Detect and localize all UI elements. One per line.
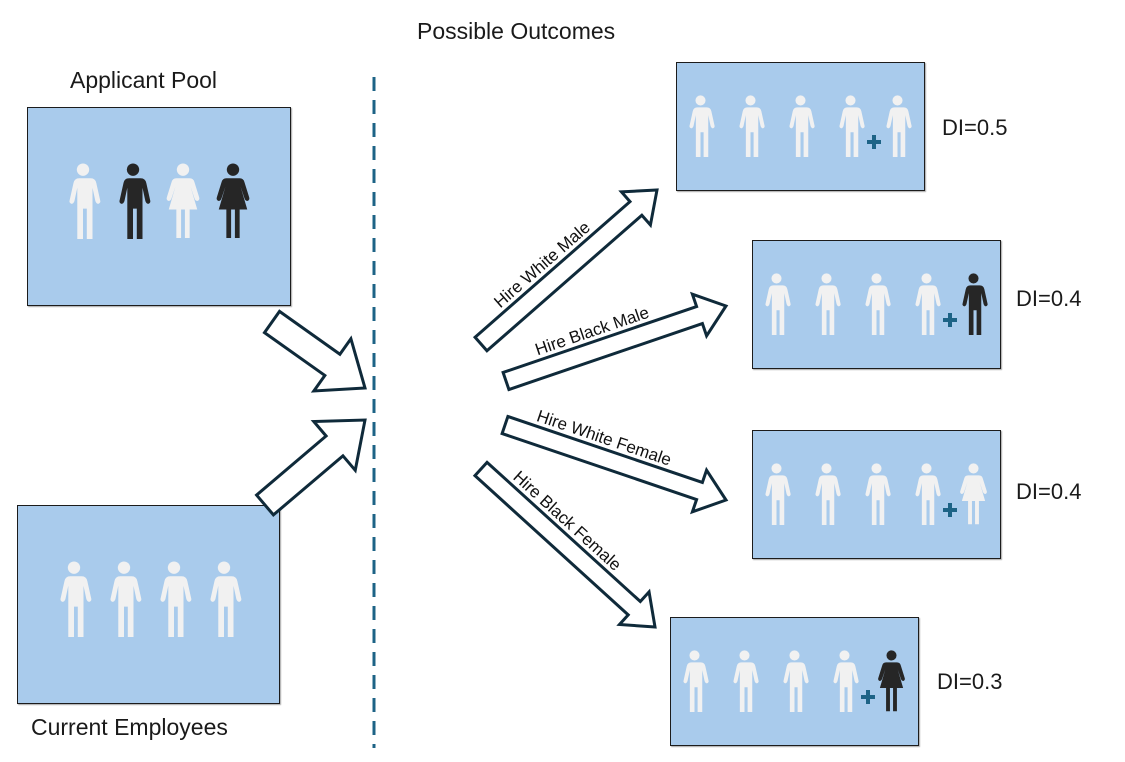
male-person-icon — [69, 163, 101, 239]
hire-arrow-black-female — [472, 460, 657, 629]
male-person-icon — [789, 95, 815, 157]
male-person-icon — [60, 561, 92, 637]
current-employees-arrow — [254, 418, 367, 518]
female-person-icon — [878, 650, 905, 712]
plus-icon — [861, 690, 875, 704]
male-person-icon — [962, 273, 988, 335]
possible-outcomes-title: Possible Outcomes — [417, 18, 616, 44]
male-person-icon — [865, 463, 891, 525]
female-person-icon — [216, 163, 250, 239]
male-person-icon — [160, 561, 192, 637]
di-value: DI=0.4 — [1016, 286, 1082, 311]
female-person-icon — [166, 163, 200, 239]
male-person-icon — [210, 561, 242, 637]
plus-icon — [943, 313, 957, 327]
di-value: DI=0.3 — [937, 669, 1003, 694]
male-person-icon — [689, 95, 715, 157]
plus-icon — [867, 135, 881, 149]
di-value: DI=0.5 — [942, 115, 1008, 140]
plus-icon — [943, 503, 957, 517]
male-person-icon — [815, 273, 841, 335]
male-person-icon — [119, 163, 151, 239]
outcome-box-black-female — [670, 617, 919, 746]
current-employees-box — [17, 505, 280, 704]
male-person-icon — [765, 463, 791, 525]
male-person-icon — [915, 463, 941, 525]
outcome-people — [679, 650, 907, 712]
outcome-box-black-male — [752, 240, 1001, 369]
outcome-people — [761, 273, 989, 335]
male-person-icon — [839, 95, 865, 157]
hire-arrow-white-female — [500, 414, 729, 515]
male-person-icon — [683, 650, 709, 712]
hire-arrow-white-male — [472, 188, 659, 353]
outcome-box-white-male — [676, 62, 925, 191]
applicant-pool-label: Applicant Pool — [70, 67, 218, 93]
male-person-icon — [733, 650, 759, 712]
male-person-icon — [915, 273, 941, 335]
male-person-icon — [865, 273, 891, 335]
hire-arrow-black-male — [501, 291, 729, 392]
outcome-people — [685, 95, 913, 157]
male-person-icon — [739, 95, 765, 157]
male-person-icon — [815, 463, 841, 525]
current-employees-people — [55, 561, 255, 637]
applicant-pool-box — [27, 107, 291, 306]
male-person-icon — [110, 561, 142, 637]
male-person-icon — [886, 95, 912, 157]
current-employees-label: Current Employees — [31, 714, 228, 740]
applicant-pool-people — [64, 163, 264, 239]
male-person-icon — [765, 273, 791, 335]
di-value: DI=0.4 — [1016, 479, 1082, 504]
outcome-box-white-female — [752, 430, 1001, 559]
outcome-people — [761, 463, 989, 525]
applicant-pool-arrow — [262, 309, 367, 393]
female-person-icon — [960, 463, 987, 525]
male-person-icon — [833, 650, 859, 712]
male-person-icon — [783, 650, 809, 712]
